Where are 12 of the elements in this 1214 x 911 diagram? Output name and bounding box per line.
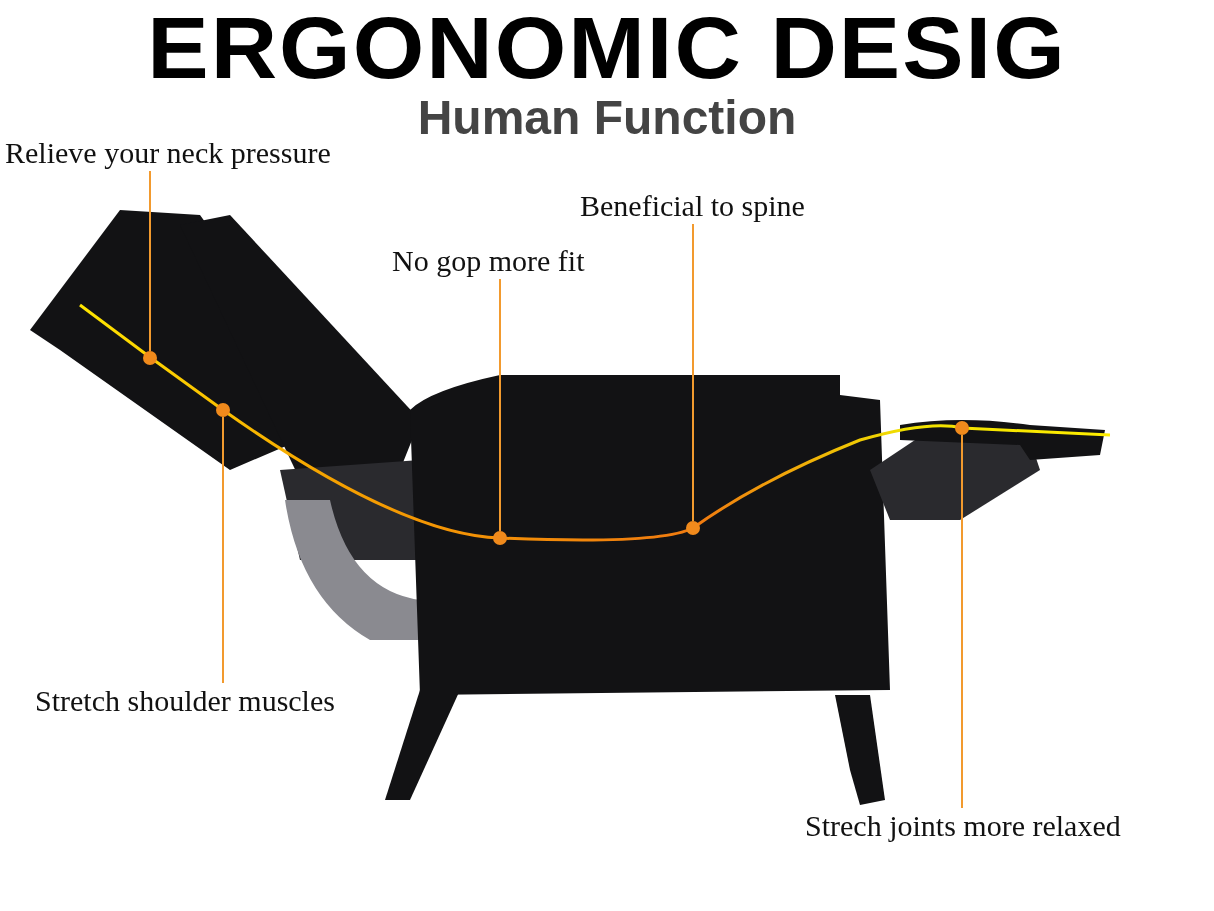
leader-line xyxy=(961,434,963,809)
callout-text: Relieve your neck pressure xyxy=(5,135,331,171)
leader-line xyxy=(222,416,224,684)
leader-line xyxy=(149,170,151,352)
subtitle: Human Function xyxy=(416,92,798,144)
leader-line xyxy=(499,278,501,532)
callout-text: Stretch shoulder muscles xyxy=(35,683,335,719)
title: ERGONOMIC DESIG xyxy=(146,4,1068,92)
callout-text: Beneficial to spine xyxy=(580,188,805,224)
callout-text: Strech joints more relaxed xyxy=(805,808,1121,844)
callout-text: No gop more fit xyxy=(392,243,585,279)
leader-line xyxy=(692,223,694,522)
